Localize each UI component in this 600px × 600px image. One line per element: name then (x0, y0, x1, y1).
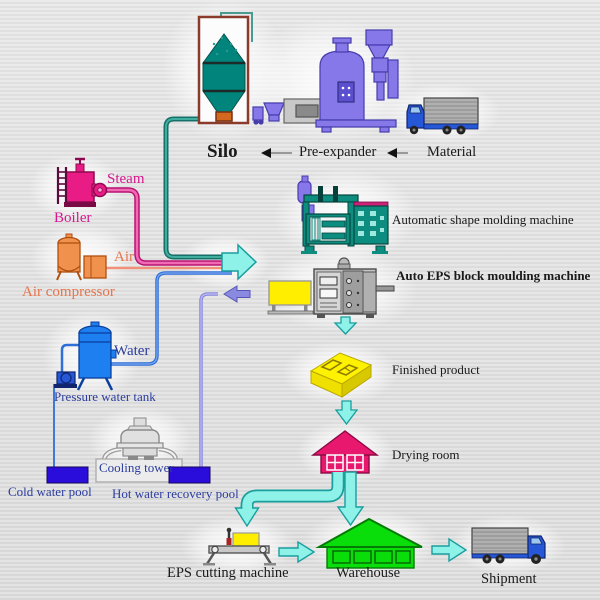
drying-room-icon (310, 430, 380, 474)
finished-product-icon (309, 352, 373, 398)
warehouse-label: Warehouse (336, 565, 401, 581)
pre-expander-icon (252, 29, 399, 133)
arrow-to-finished-product-icon (333, 316, 358, 335)
cooling-tower-icon (116, 417, 164, 460)
pump-suction-pipe (53, 343, 80, 470)
arrow-preexpander-to-silo-icon (261, 148, 292, 158)
steam-label: Steam (107, 171, 145, 187)
cutting-to-warehouse-arrow-icon (278, 540, 316, 564)
air-compressor-label: Air compressor (22, 284, 115, 300)
water-label: Water (114, 343, 150, 359)
arrow-material-to-preexpander-icon (387, 148, 408, 158)
silo-bead-pipe (163, 116, 232, 260)
cold-water-pool-icon (46, 466, 89, 484)
water-pipe (110, 271, 232, 366)
material-truck-icon (406, 97, 479, 135)
main-supply-arrow (221, 243, 258, 281)
cold-water-pool-label: Cold water pool (8, 484, 92, 499)
pre-expander-label: Pre-expander (299, 144, 377, 160)
boiler-label: Boiler (54, 210, 92, 226)
drying-room-label: Drying room (392, 447, 460, 462)
eps-cutting-label: EPS cutting machine (167, 565, 289, 581)
shape-molding-machine-icon (297, 175, 389, 254)
silo-icon (197, 15, 250, 125)
hot-water-recovery-pool-icon (168, 466, 211, 484)
air-label: Air (114, 249, 134, 265)
shipment-label: Shipment (481, 571, 537, 587)
eps-cutting-machine-icon (203, 527, 276, 566)
drying-to-cutting-pipe (234, 472, 345, 528)
material-label: Material (427, 144, 477, 160)
boiler-icon (56, 157, 108, 207)
drying-to-warehouse-arrow-icon (336, 471, 365, 527)
block-moulding-machine-icon (313, 257, 395, 318)
shipment-truck-icon (471, 527, 546, 564)
warehouse-to-shipment-arrow-icon (431, 537, 468, 563)
air-compressor-icon (56, 233, 107, 281)
silo-label: Silo (207, 141, 238, 162)
pressure-water-tank-label: Pressure water tank (54, 389, 156, 404)
shape-molding-label: Automatic shape molding machine (392, 212, 574, 227)
return-water-pipe (199, 285, 251, 470)
pressure-water-tank-icon (54, 321, 117, 391)
finished-product-label: Finished product (392, 362, 480, 377)
hot-water-recovery-pool-label: Hot water recovery pool (112, 486, 239, 501)
arrow-to-drying-room-icon (334, 400, 359, 426)
moulding-table-icon (267, 280, 314, 315)
cooling-tower-label: Cooling tower (99, 460, 174, 475)
block-moulding-label: Auto EPS block moulding machine (396, 268, 591, 283)
steam-pipe (104, 187, 232, 266)
return-water-arrow-icon (223, 285, 251, 303)
warehouse-icon (315, 517, 423, 569)
